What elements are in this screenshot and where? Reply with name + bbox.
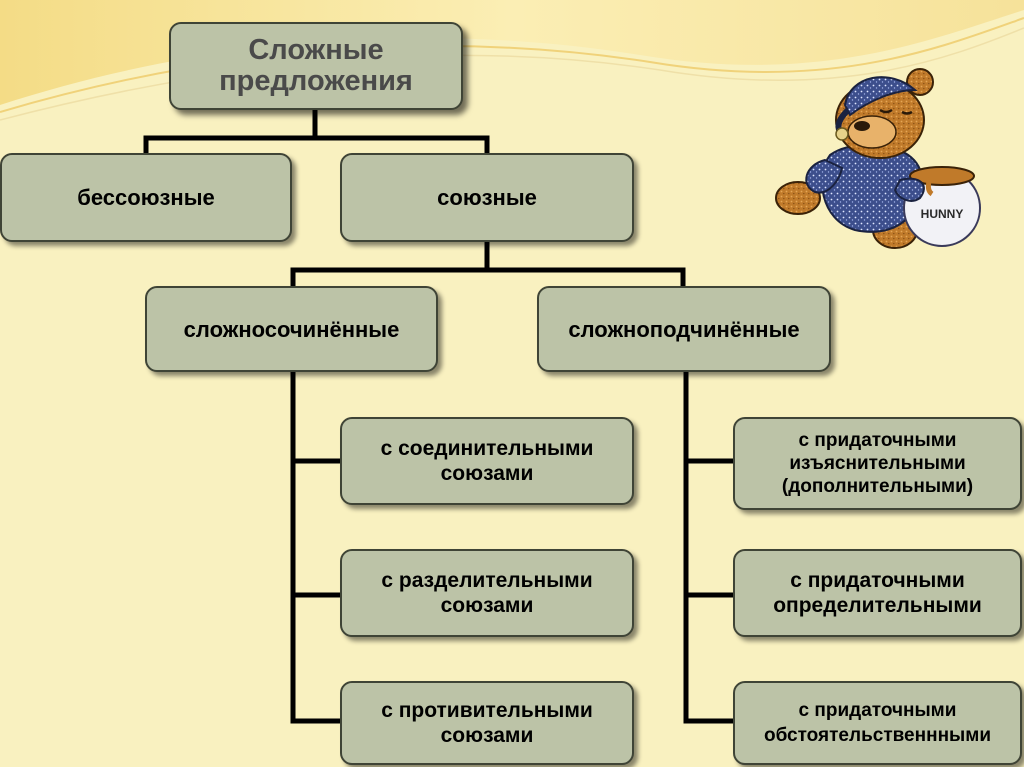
node-compound-adversative: с противительными союзами (340, 681, 634, 765)
jar-label: HUNNY (921, 207, 964, 221)
node-compound-label: сложносочинённые (183, 316, 400, 342)
node-conjunctive-label: союзные (437, 185, 537, 210)
node-complex-adverbial: с придаточными обстоятельственнными (733, 681, 1022, 765)
node-compound-adversative-label: с противительными союзами (381, 699, 593, 747)
node-complex-label: сложноподчинённые (568, 316, 800, 342)
node-asyndetic: бессоюзные (0, 153, 292, 242)
node-compound-connective-label: с соединительными союзами (380, 437, 594, 485)
node-complex: сложноподчинённые (537, 286, 831, 372)
node-asyndetic-label: бессоюзные (77, 185, 215, 210)
node-compound-connective: с соединительными союзами (340, 417, 634, 505)
sleepy-bear-illustration: HUNNY (775, 68, 981, 249)
node-complex-attributive-label: с придаточными определительными (773, 569, 982, 617)
node-conjunctive: союзные (340, 153, 634, 242)
node-complex-attributive: с придаточными определительными (733, 549, 1022, 637)
node-compound: сложносочинённые (145, 286, 438, 372)
node-compound-disjunctive-label: с разделительными союзами (381, 569, 593, 617)
node-complex-explanatory: с придаточными изъяснительными (дополнит… (733, 417, 1022, 510)
node-complex-adverbial-label: с придаточными обстоятельственнными (763, 700, 992, 746)
node-compound-disjunctive: с разделительными союзами (340, 549, 634, 637)
root-label: Сложные предложения (219, 34, 413, 97)
node-complex-explanatory-label: с придаточными изъяснительными (дополнит… (781, 430, 974, 497)
root-node: Сложные предложения (169, 22, 463, 110)
